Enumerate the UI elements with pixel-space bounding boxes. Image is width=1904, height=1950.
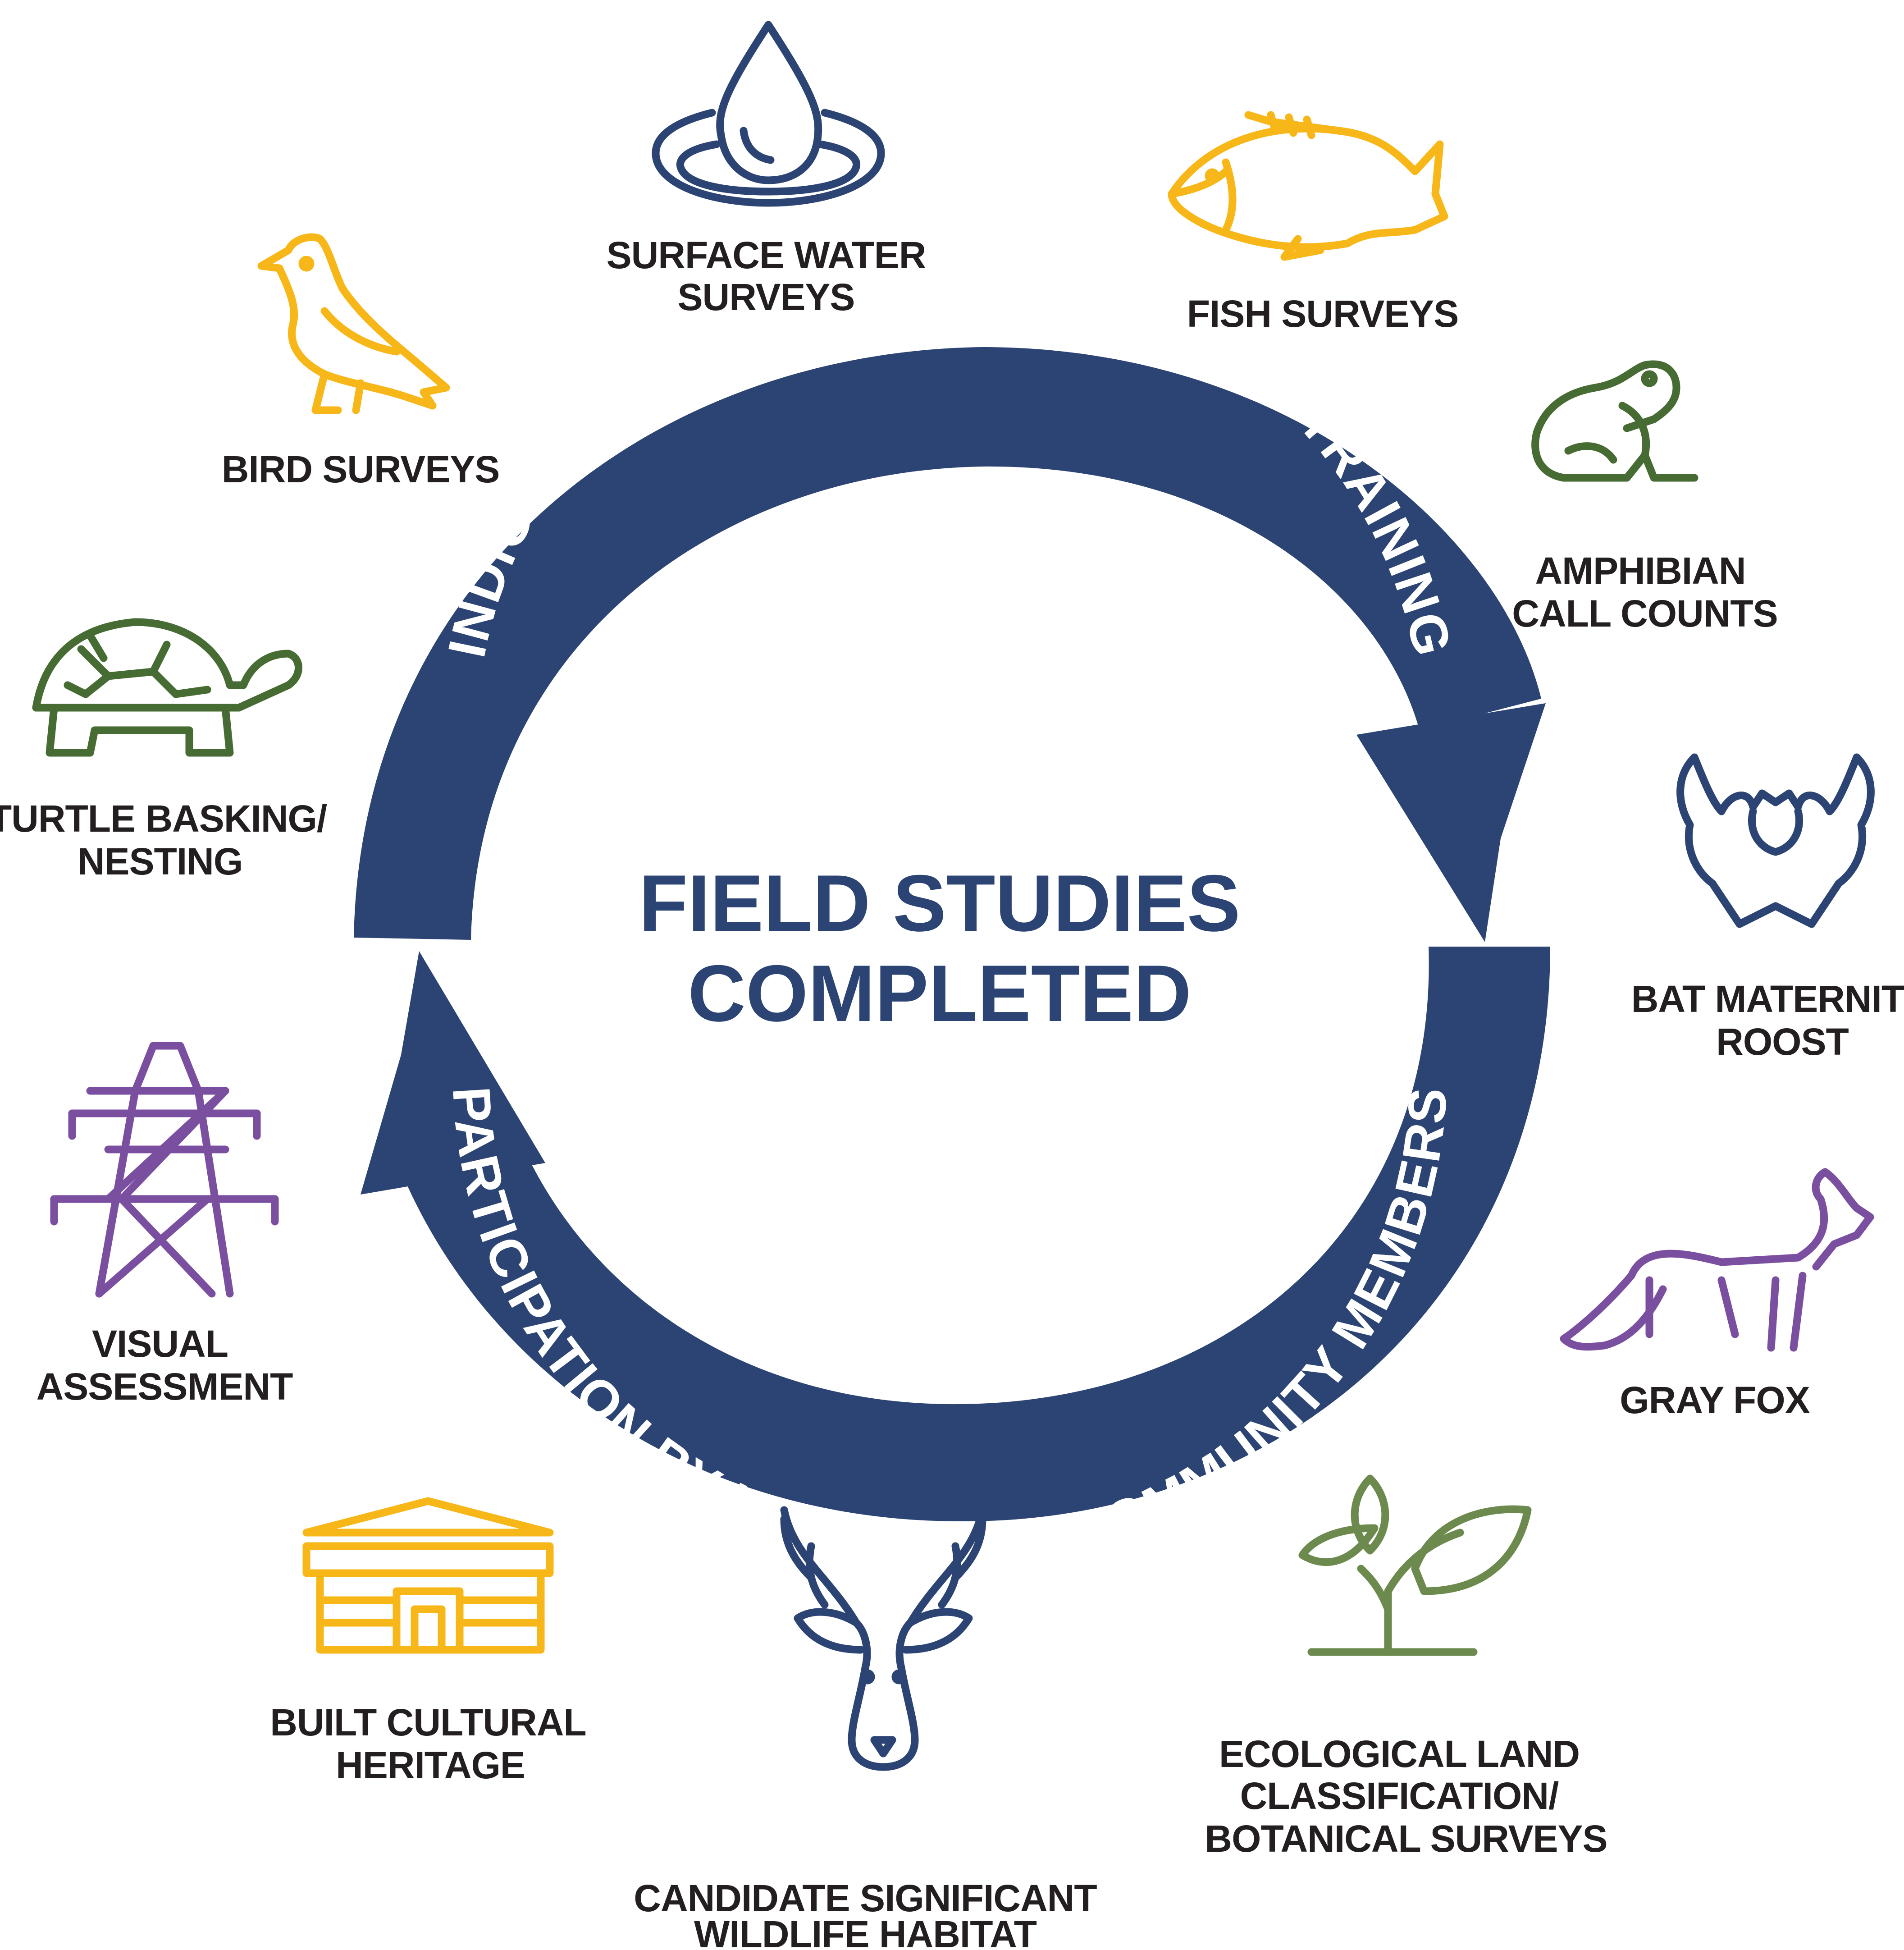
bat-label-1: BAT MATERNITY [1631, 978, 1904, 1020]
candidate-label-1: CANDIDATE SIGNIFICANT [634, 1877, 1097, 1919]
top-arrow [354, 347, 1541, 940]
bottom-arrow [383, 947, 1550, 1522]
built-heritage-label-2: HERITAGE [336, 1744, 525, 1786]
plant-icon [1298, 1474, 1532, 1656]
bat-icon [1676, 753, 1875, 928]
ecological-label-1: ECOLOGICAL LAND [1219, 1733, 1580, 1775]
visual-label-1: VISUAL [92, 1323, 228, 1365]
water-drop-icon [652, 21, 885, 207]
ecological-label-2: CLASSIFICATION/ [1240, 1775, 1559, 1817]
bird-icon [257, 233, 450, 414]
bird-surveys-label: BIRD SURVEYS [222, 448, 500, 490]
turtle-icon [32, 618, 302, 757]
power-tower-icon [50, 1042, 279, 1298]
surface-water-label-2: SURVEYS [678, 276, 855, 318]
center-title-line2: COMPLETED [688, 948, 1191, 1038]
surface-water-label-1: SURFACE WATER [607, 234, 926, 276]
amphibian-label-2: CALL COUNTS [1512, 592, 1777, 635]
ecological-label-3: BOTANICAL SURVEYS [1205, 1817, 1607, 1860]
top-arrow-head [1356, 703, 1546, 942]
frog-icon [1531, 360, 1699, 482]
candidate-label-2: WILDLIFE HABITAT [694, 1913, 1037, 1950]
visual-label-2: ASSESSMENT [37, 1365, 293, 1408]
fish-icon [1168, 111, 1448, 261]
bottom-arrow-head [361, 951, 545, 1195]
building-icon [302, 1497, 554, 1654]
turtle-label-2: NESTING [78, 840, 242, 883]
gray-fox-label: GRAY FOX [1620, 1379, 1810, 1421]
turtle-label-1: TURTLE BASKING/ [0, 797, 327, 840]
fox-icon [1560, 1168, 1874, 1352]
center-title-line1: FIELD STUDIES [639, 858, 1240, 948]
amphibian-label-1: AMPHIBIAN [1535, 549, 1746, 592]
fish-surveys-label: FISH SURVEYS [1187, 293, 1459, 335]
built-heritage-label-1: BUILT CULTURAL [270, 1701, 586, 1744]
deer-icon [780, 1506, 986, 1771]
bat-label-2: ROOST [1716, 1021, 1849, 1063]
